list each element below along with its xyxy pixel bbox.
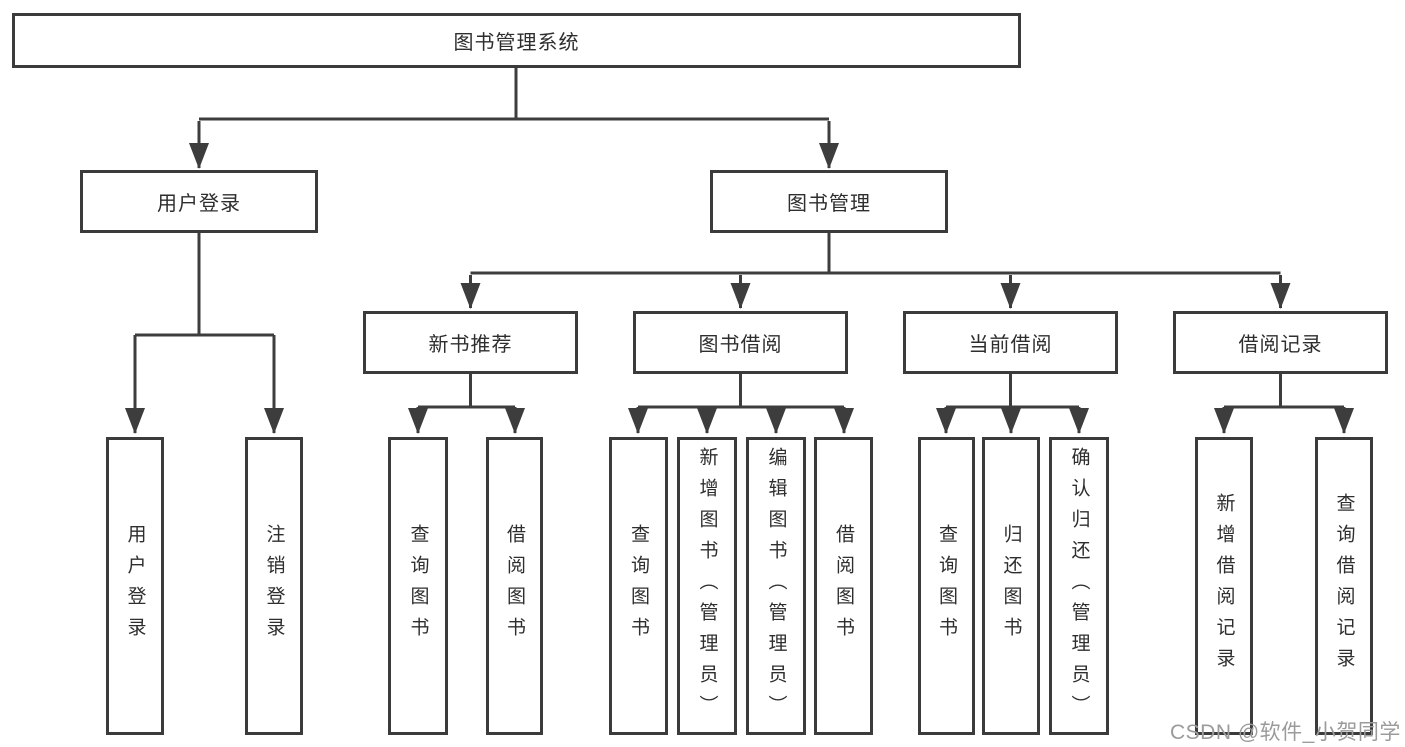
node-library-management-system-label: 图书管理系统 <box>453 32 580 54</box>
leaf-query-borrow-record: 查询借阅记录 <box>1315 437 1373 735</box>
node-book-management-label: 图书管理 <box>787 193 871 215</box>
leaf-add-book-admin: 新增图书（管理员） <box>677 437 737 735</box>
leaf-query-books-borrowing: 查询图书 <box>609 437 668 735</box>
leaf-query-books-current: 查询图书 <box>918 437 975 735</box>
node-user-login: 用户登录 <box>80 170 318 233</box>
connector-book-borrowing-branch <box>638 374 844 409</box>
leaf-user-login: 用户登录 <box>106 437 164 735</box>
csdn-watermark: CSDN @软件_小贺同学 <box>1170 721 1401 744</box>
leaf-confirm-return-admin: 确认归还（管理员） <box>1049 437 1109 735</box>
node-user-login-label: 用户登录 <box>157 193 241 215</box>
connector-new-book-branch <box>418 374 515 409</box>
leaf-logout-label: 注销登录 <box>263 524 285 648</box>
leaf-add-book-admin-label: 新增图书（管理员） <box>696 446 718 726</box>
leaf-borrow-books-borrowing: 借阅图书 <box>814 437 873 735</box>
leaf-query-books-recommendation-label: 查询图书 <box>407 524 429 648</box>
leaf-user-login-label: 用户登录 <box>124 524 146 648</box>
leaf-borrow-books-recommendation: 借阅图书 <box>486 437 543 735</box>
leaf-borrow-books-borrowing-label: 借阅图书 <box>833 524 854 648</box>
connector-book-management-branch <box>470 233 1281 275</box>
leaf-return-books-label: 归还图书 <box>1000 524 1022 648</box>
node-borrowing-records-label: 借阅记录 <box>1238 334 1323 356</box>
leaf-borrow-books-recommendation-label: 借阅图书 <box>504 524 525 648</box>
node-book-management: 图书管理 <box>710 170 948 233</box>
leaf-add-borrow-record-label: 新增借阅记录 <box>1213 493 1235 679</box>
node-current-borrowing: 当前借阅 <box>903 311 1118 374</box>
connector-current-borrowing-branch <box>946 374 1079 409</box>
leaf-query-books-borrowing-label: 查询图书 <box>628 524 649 648</box>
connector-root-branch <box>199 68 829 121</box>
leaf-add-borrow-record: 新增借阅记录 <box>1195 437 1253 735</box>
leaf-logout: 注销登录 <box>245 437 303 735</box>
node-borrowing-records: 借阅记录 <box>1173 311 1388 374</box>
leaf-edit-book-admin: 编辑图书（管理员） <box>746 437 806 735</box>
leaf-edit-book-admin-label: 编辑图书（管理员） <box>765 446 787 726</box>
connector-user-login-branch <box>135 233 274 337</box>
leaf-query-borrow-record-label: 查询借阅记录 <box>1333 493 1355 679</box>
node-new-book-recommendation-label: 新书推荐 <box>428 334 513 356</box>
leaf-query-books-recommendation: 查询图书 <box>388 437 448 735</box>
node-current-borrowing-label: 当前借阅 <box>968 334 1053 356</box>
leaf-return-books: 归还图书 <box>982 437 1040 735</box>
node-book-borrowing: 图书借阅 <box>633 311 848 374</box>
leaf-query-books-current-label: 查询图书 <box>936 524 957 648</box>
node-new-book-recommendation: 新书推荐 <box>363 311 578 374</box>
connector-borrowing-records-branch <box>1224 374 1344 409</box>
node-book-borrowing-label: 图书借阅 <box>698 334 783 356</box>
leaf-confirm-return-admin-label: 确认归还（管理员） <box>1068 446 1090 726</box>
node-library-management-system: 图书管理系统 <box>12 13 1021 68</box>
